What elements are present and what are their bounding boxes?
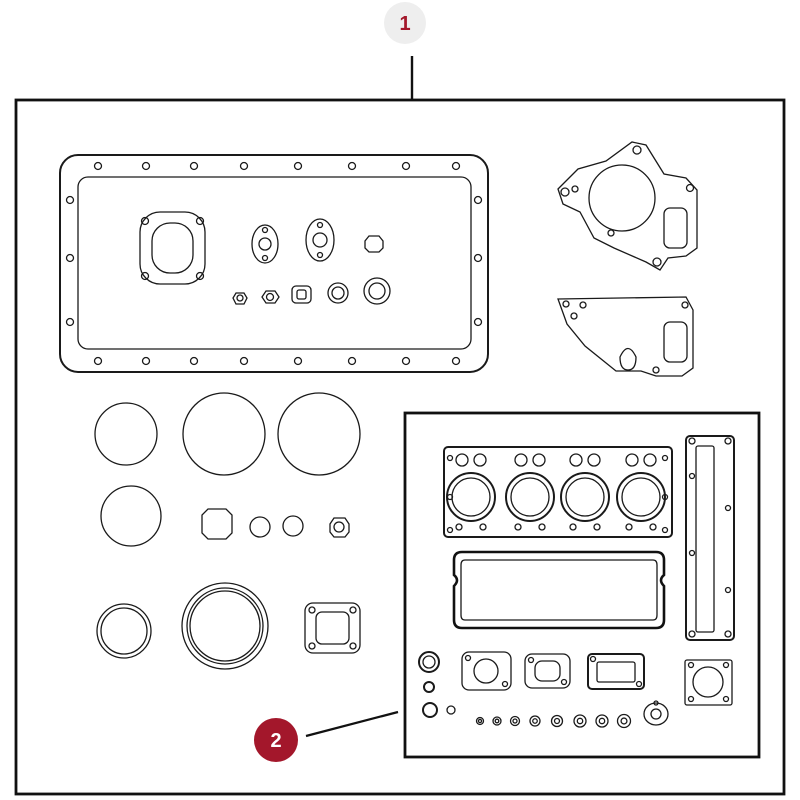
small-flange-gasket xyxy=(643,700,669,726)
turbo-gasket xyxy=(684,659,733,706)
callout-2-label: 2 xyxy=(270,730,281,752)
callout-2-badge xyxy=(254,718,298,762)
top-end-kit-frame xyxy=(403,411,761,759)
o-ring-stack xyxy=(418,651,456,718)
valve-cover-gasket xyxy=(452,550,666,630)
callout-2[interactable]: 2 xyxy=(254,718,298,762)
manifold-gasket xyxy=(685,435,735,641)
cylinder-head-gasket xyxy=(443,446,673,538)
callout-1[interactable]: 1 xyxy=(384,2,426,44)
oval-cover-gasket xyxy=(139,211,206,285)
o-rings-small xyxy=(201,508,350,540)
timing-cover-gasket xyxy=(557,141,698,271)
water-outlet-gasket xyxy=(524,653,571,689)
flange-gasket-small xyxy=(251,224,279,264)
callout-1-badge xyxy=(384,2,426,44)
flange-gasket-medium xyxy=(305,218,335,262)
sealing-washers xyxy=(475,713,632,729)
callout-2-leader xyxy=(305,710,399,738)
octagon-seal xyxy=(364,235,384,253)
cover-plate-gasket xyxy=(557,296,694,377)
thermostat-gasket xyxy=(461,651,512,691)
crankshaft-seals xyxy=(96,582,269,670)
small-seals-upper xyxy=(232,277,391,305)
oil-pan-gasket xyxy=(59,154,489,373)
callout-1-label: 1 xyxy=(399,13,410,35)
pump-gasket xyxy=(304,602,361,654)
o-rings-large xyxy=(94,392,361,547)
exhaust-flange-gasket xyxy=(587,653,645,690)
overhaul-kit-frame xyxy=(14,98,786,796)
